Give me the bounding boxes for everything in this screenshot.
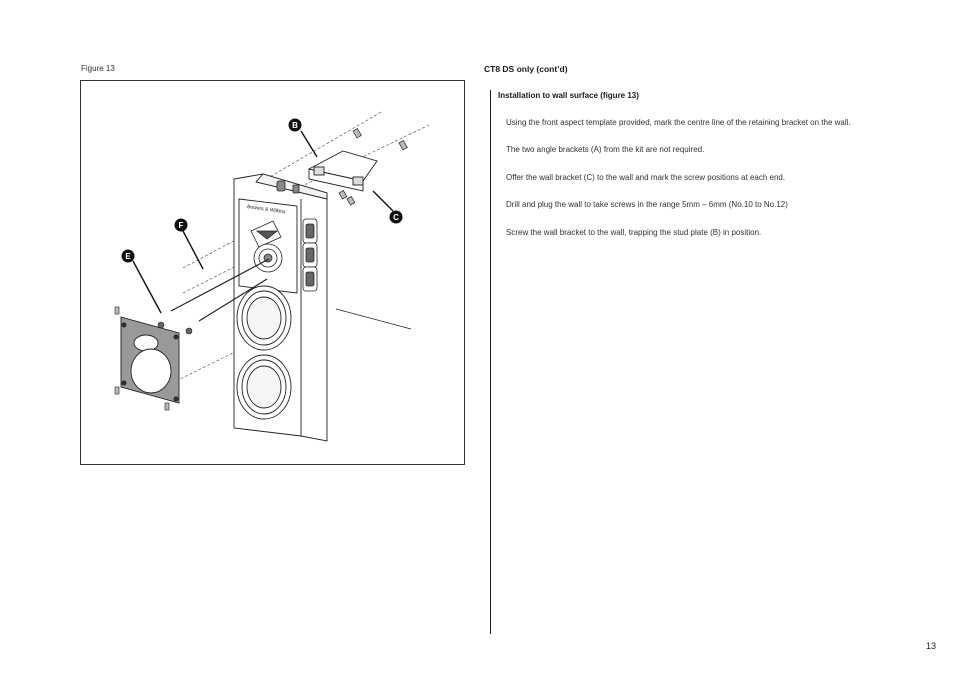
svg-text:F: F bbox=[179, 221, 184, 230]
subheading: Installation to wall surface (figure 13) bbox=[498, 91, 639, 100]
callout-b: B bbox=[288, 118, 302, 132]
section-title: CT8 DS only (cont’d) bbox=[484, 64, 568, 74]
paragraph: The two angle brackets (A) from the kit … bbox=[506, 145, 705, 154]
paragraph: Screw the wall bracket to the wall, trap… bbox=[506, 228, 762, 237]
template-plate bbox=[120, 316, 180, 404]
page-number: 13 bbox=[925, 641, 936, 651]
brand-logo: Bowers & Wilkins bbox=[247, 204, 287, 215]
paragraph: Drill and plug the wall to take screws i… bbox=[506, 200, 788, 209]
paragraph: Offer the wall bracket (C) to the wall a… bbox=[506, 173, 786, 182]
svg-text:C: C bbox=[393, 213, 399, 222]
svg-text:B: B bbox=[292, 121, 298, 130]
column-rule bbox=[490, 90, 491, 634]
wall-bracket bbox=[307, 150, 378, 192]
figure-13-illustration: Bowers & Wilkins bbox=[80, 80, 465, 465]
paragraph: Using the front aspect template provided… bbox=[506, 118, 851, 127]
callout-f: F bbox=[174, 218, 188, 232]
svg-text:E: E bbox=[125, 252, 131, 261]
callout-c: C bbox=[389, 210, 403, 224]
callout-e: E bbox=[121, 249, 135, 263]
figure-label: Figure 13 bbox=[81, 64, 115, 73]
